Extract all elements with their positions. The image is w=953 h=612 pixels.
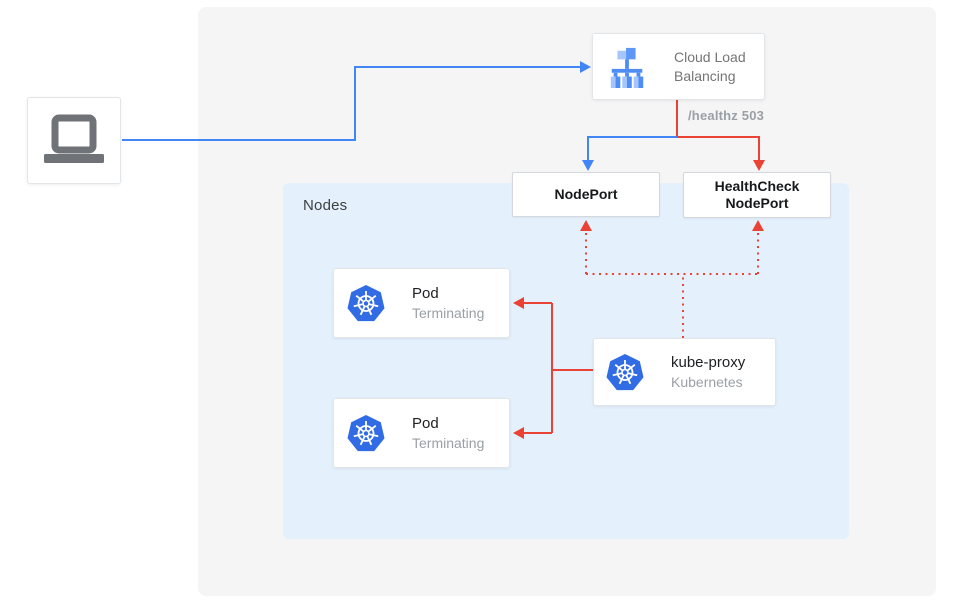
pod-status: Terminating [412,304,485,321]
healthz-503-label: /healthz 503 [688,108,765,123]
cloud-load-balancing-icon [606,45,648,89]
client-node [27,97,121,184]
healthcheck-nodeport-label-line2: NodePort [725,195,789,211]
nodes-label: Nodes [303,197,348,214]
pod-status: Terminating [412,434,485,451]
pod-title: Pod [412,284,439,302]
kubernetes-icon [347,284,385,322]
kubernetes-icon [606,353,644,391]
pod-title: Pod [412,414,439,432]
nodeport-label: NodePort [554,186,618,202]
healthcheck-nodeport-node: HealthCheck NodePort [683,172,831,218]
pod-terminating-node-2: Pod Terminating [333,398,510,468]
kube-proxy-title: kube-proxy [671,353,746,371]
laptop-icon [41,114,107,168]
cloud-load-balancing-node: Cloud Load Balancing [592,33,765,100]
pod-terminating-node-1: Pod Terminating [333,268,510,338]
healthcheck-nodeport-label-line1: HealthCheck [714,178,800,194]
kubernetes-icon [347,414,385,452]
kube-proxy-node: kube-proxy Kubernetes [593,338,776,406]
cloud-load-balancing-label: Cloud Load Balancing [674,48,746,84]
kube-proxy-subtitle: Kubernetes [671,373,743,390]
nodeport-node: NodePort [512,172,660,217]
